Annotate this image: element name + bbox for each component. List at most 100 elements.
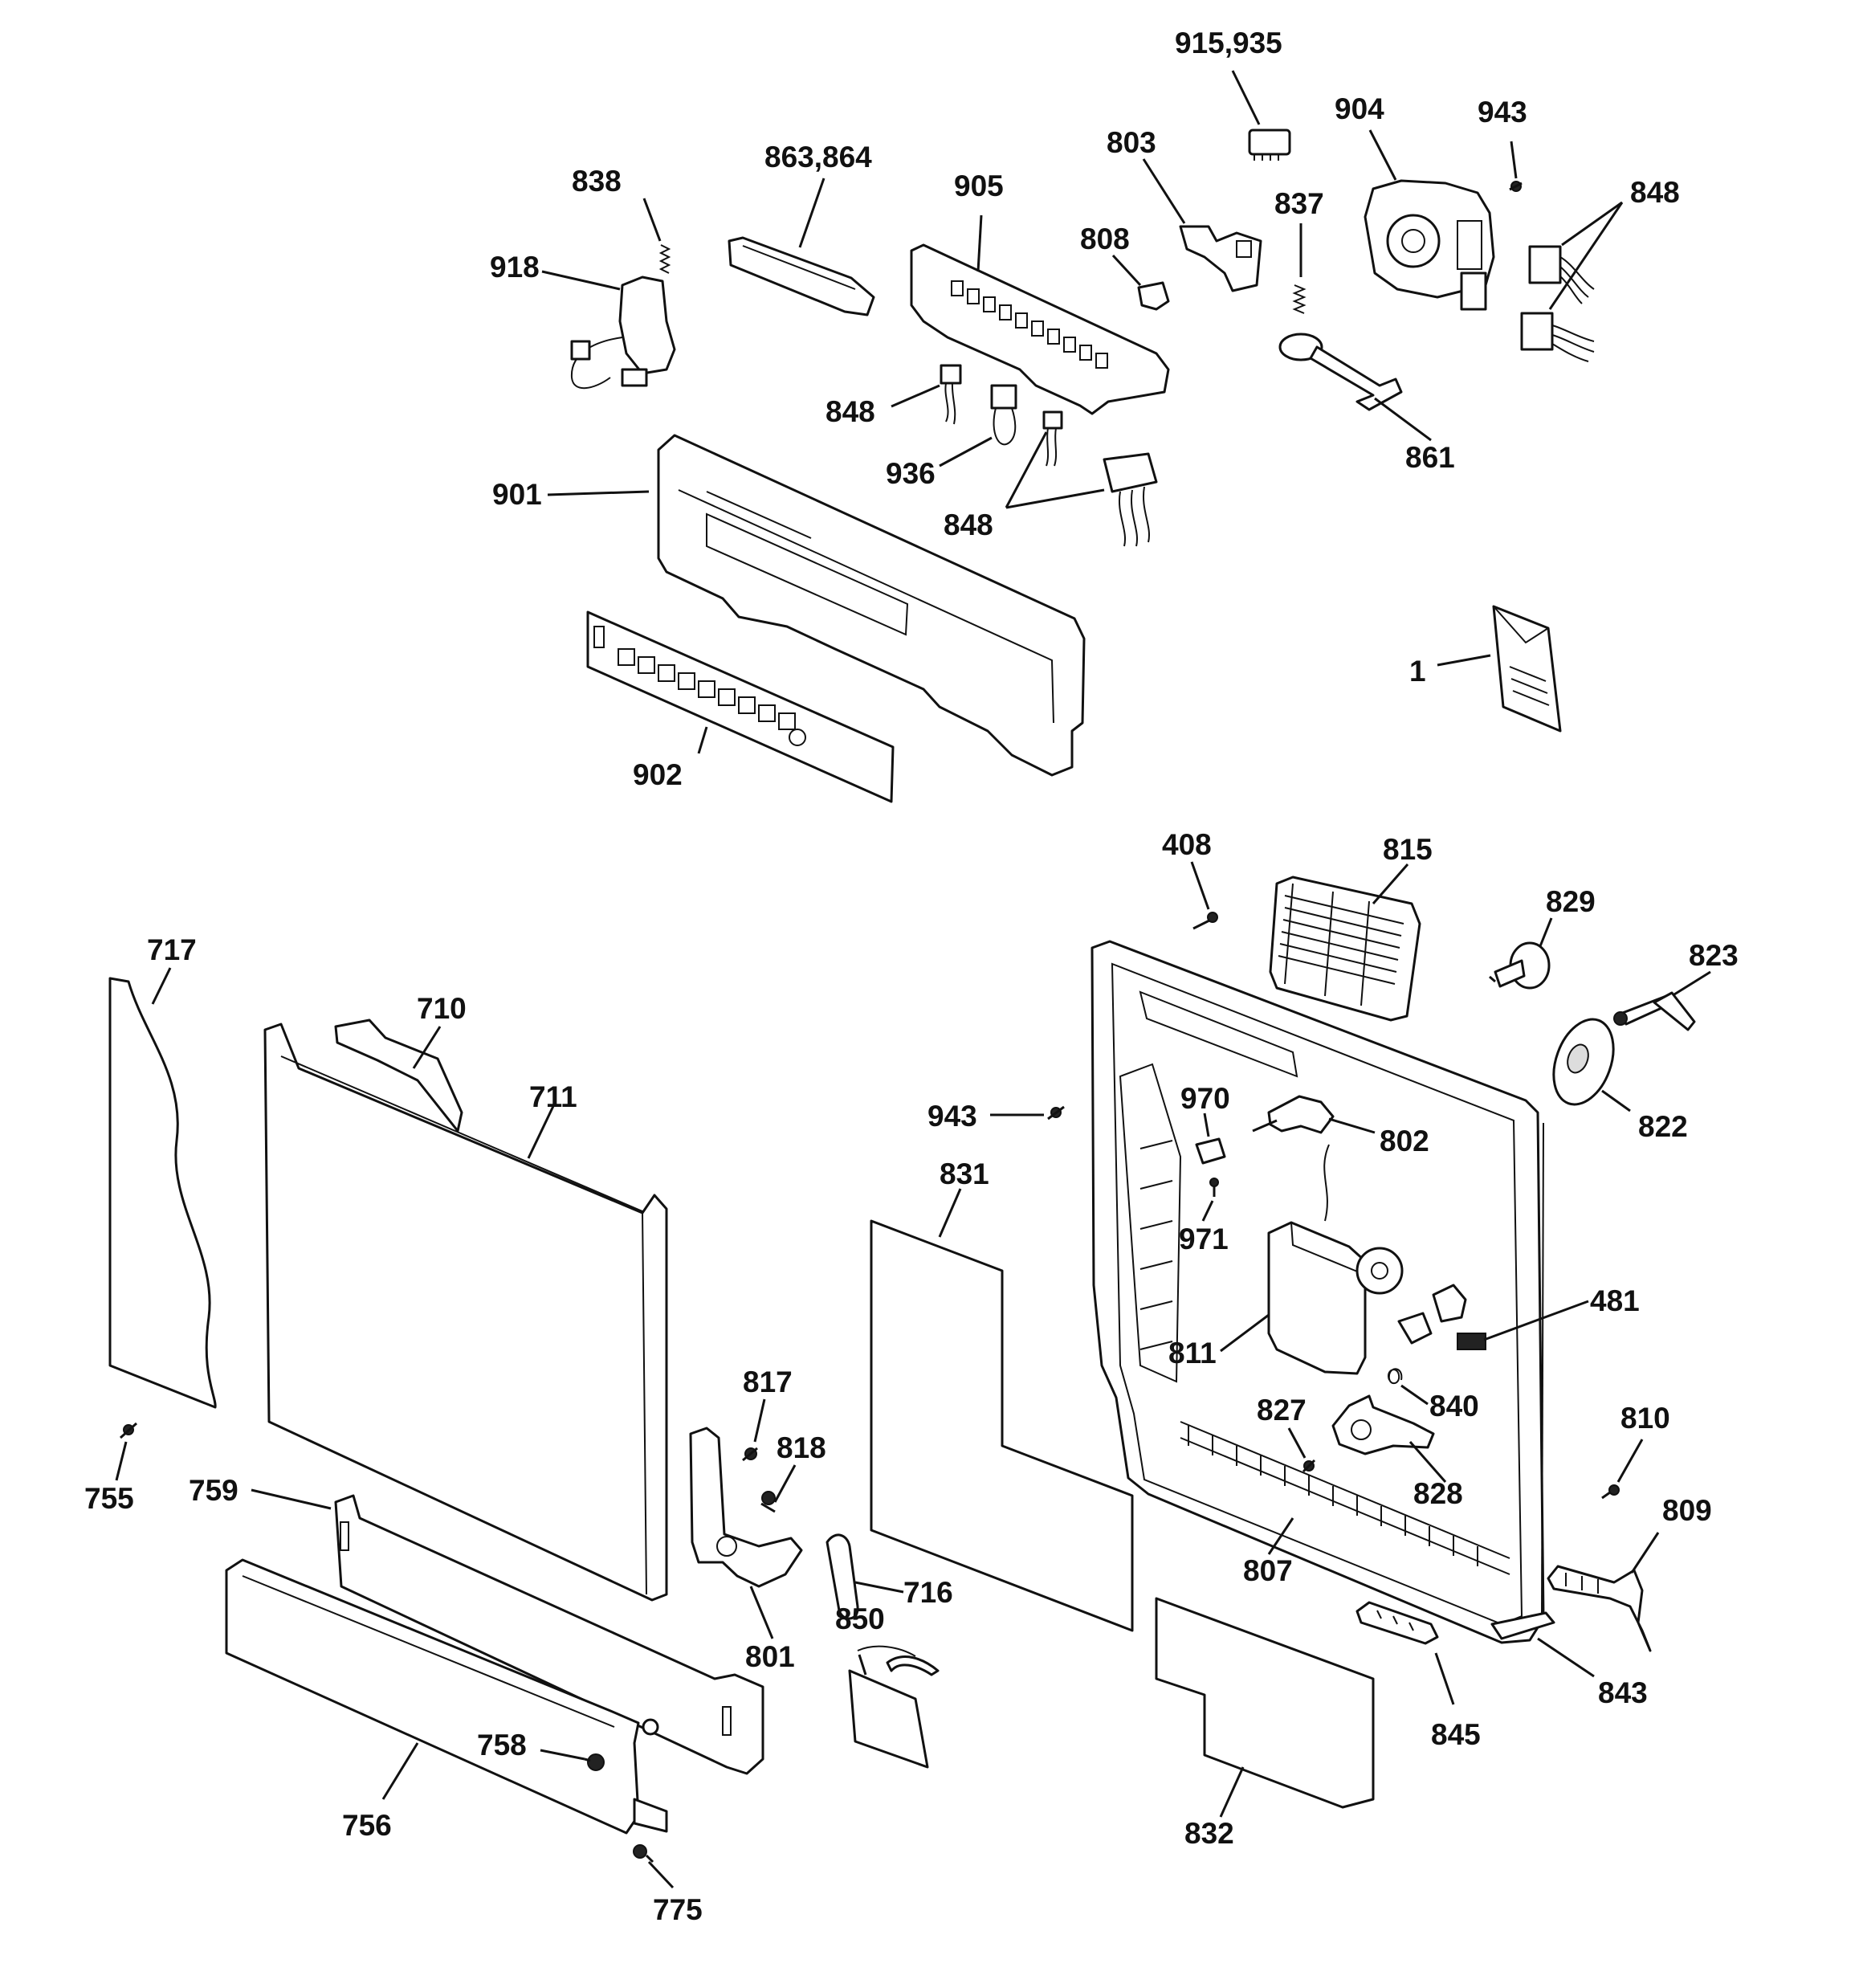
part-756-kickplate[interactable]	[225, 1558, 668, 1835]
part-832-insulation[interactable]	[1155, 1597, 1375, 1809]
part-848-connectors-top[interactable]	[1520, 245, 1595, 362]
part-904-timer[interactable]	[1364, 179, 1495, 311]
part-810-screw[interactable]	[1601, 1484, 1620, 1500]
label-817: 817	[743, 1365, 793, 1398]
part-716-clip[interactable]	[826, 1533, 859, 1620]
label-716: 716	[903, 1576, 953, 1609]
label-802: 802	[1380, 1125, 1429, 1157]
label-808: 808	[1080, 222, 1130, 255]
label-915-935: 915,935	[1175, 27, 1282, 59]
label-845: 845	[1431, 1718, 1481, 1751]
label-408: 408	[1162, 828, 1212, 861]
part-863-864[interactable]	[728, 236, 875, 316]
part-971-screw[interactable]	[1209, 1178, 1219, 1197]
label-829: 829	[1546, 885, 1596, 918]
label-1: 1	[1409, 655, 1426, 688]
label-759: 759	[189, 1474, 238, 1507]
label-827: 827	[1257, 1394, 1307, 1427]
label-848-low: 848	[944, 508, 993, 541]
part-827-screw[interactable]	[1302, 1459, 1316, 1473]
part-758-screw[interactable]	[584, 1753, 605, 1771]
label-831: 831	[940, 1157, 989, 1190]
part-843-gasket[interactable]	[1490, 1122, 1555, 1640]
part-837-spring[interactable]	[1292, 284, 1307, 314]
label-818: 818	[777, 1431, 826, 1464]
part-838-spring[interactable]	[658, 244, 671, 274]
label-901: 901	[492, 478, 542, 511]
part-808-clip[interactable]	[1137, 281, 1170, 311]
label-807: 807	[1243, 1554, 1293, 1587]
part-711-outer-door[interactable]	[263, 1023, 668, 1602]
part-848-connectors-mid[interactable]	[1042, 410, 1158, 547]
label-717: 717	[147, 933, 197, 966]
label-971: 971	[1179, 1223, 1229, 1255]
part-848-connector-mid[interactable]	[940, 364, 962, 425]
label-809: 809	[1662, 1494, 1712, 1527]
part-803-bracket[interactable]	[1179, 225, 1262, 292]
part-936-wire[interactable]	[990, 384, 1017, 446]
label-838: 838	[572, 165, 622, 198]
part-840-spring[interactable]	[1388, 1368, 1403, 1385]
label-811: 811	[1168, 1337, 1217, 1370]
label-943-top: 943	[1478, 96, 1527, 129]
label-815: 815	[1383, 833, 1433, 866]
label-848-top: 848	[1630, 176, 1680, 209]
part-818-screw[interactable]	[760, 1491, 776, 1513]
part-817-screw[interactable]	[742, 1447, 758, 1462]
part-905-control-board[interactable]	[910, 243, 1170, 415]
part-408-screw[interactable]	[1192, 912, 1218, 930]
label-850: 850	[835, 1602, 885, 1635]
part-828-arm[interactable]	[1331, 1394, 1435, 1455]
part-801-hinge[interactable]	[689, 1427, 803, 1588]
part-802-latch[interactable]	[1252, 1095, 1335, 1134]
part-943-screw-mid[interactable]	[1047, 1105, 1065, 1121]
label-775: 775	[653, 1893, 703, 1926]
label-943-mid: 943	[927, 1100, 977, 1133]
part-815-vent[interactable]	[1269, 876, 1421, 1022]
part-915-935[interactable]	[1248, 129, 1291, 161]
part-850[interactable]	[848, 1645, 940, 1769]
part-775-screw[interactable]	[633, 1844, 654, 1863]
label-758: 758	[477, 1729, 527, 1761]
part-902-overlay[interactable]	[586, 610, 895, 803]
label-840: 840	[1429, 1390, 1479, 1423]
label-936: 936	[886, 457, 936, 490]
part-829-knob[interactable]	[1489, 941, 1551, 990]
part-943-screw-top[interactable]	[1509, 181, 1523, 192]
label-918: 918	[490, 251, 540, 284]
part-970[interactable]	[1195, 1137, 1226, 1165]
label-902: 902	[633, 758, 683, 791]
label-822: 822	[1638, 1110, 1688, 1143]
label-861: 861	[1405, 441, 1455, 474]
label-837: 837	[1274, 187, 1324, 220]
label-832: 832	[1184, 1817, 1234, 1850]
label-843: 843	[1598, 1676, 1648, 1709]
label-863-864: 863,864	[764, 141, 872, 173]
label-481: 481	[1590, 1284, 1640, 1317]
label-710: 710	[417, 992, 467, 1025]
label-756: 756	[342, 1809, 392, 1842]
part-755-screw[interactable]	[119, 1422, 138, 1439]
part-811-dispenser[interactable]	[1267, 1221, 1486, 1375]
label-848-mid: 848	[826, 395, 875, 428]
part-845[interactable]	[1355, 1601, 1439, 1645]
part-901-control-panel[interactable]	[657, 434, 1086, 777]
label-904: 904	[1335, 92, 1384, 125]
label-828: 828	[1413, 1477, 1463, 1510]
label-803: 803	[1107, 126, 1156, 159]
part-710[interactable]	[334, 1018, 463, 1133]
part-918-switch[interactable]	[570, 276, 676, 390]
part-labels: 915,935 904 943 803 848 863,864 905 838 …	[84, 27, 1739, 1926]
part-823-lever[interactable]	[1613, 991, 1696, 1031]
label-711: 711	[529, 1080, 577, 1113]
label-823: 823	[1689, 939, 1739, 972]
label-755: 755	[84, 1482, 134, 1515]
part-822-wheel[interactable]	[1543, 1011, 1625, 1113]
part-809-hinge[interactable]	[1547, 1565, 1652, 1652]
part-717-panel[interactable]	[108, 977, 217, 1409]
part-861-lever[interactable]	[1278, 333, 1403, 411]
label-801: 801	[745, 1640, 795, 1673]
part-1-literature[interactable]	[1492, 605, 1562, 733]
part-831-insulation[interactable]	[870, 1219, 1134, 1632]
